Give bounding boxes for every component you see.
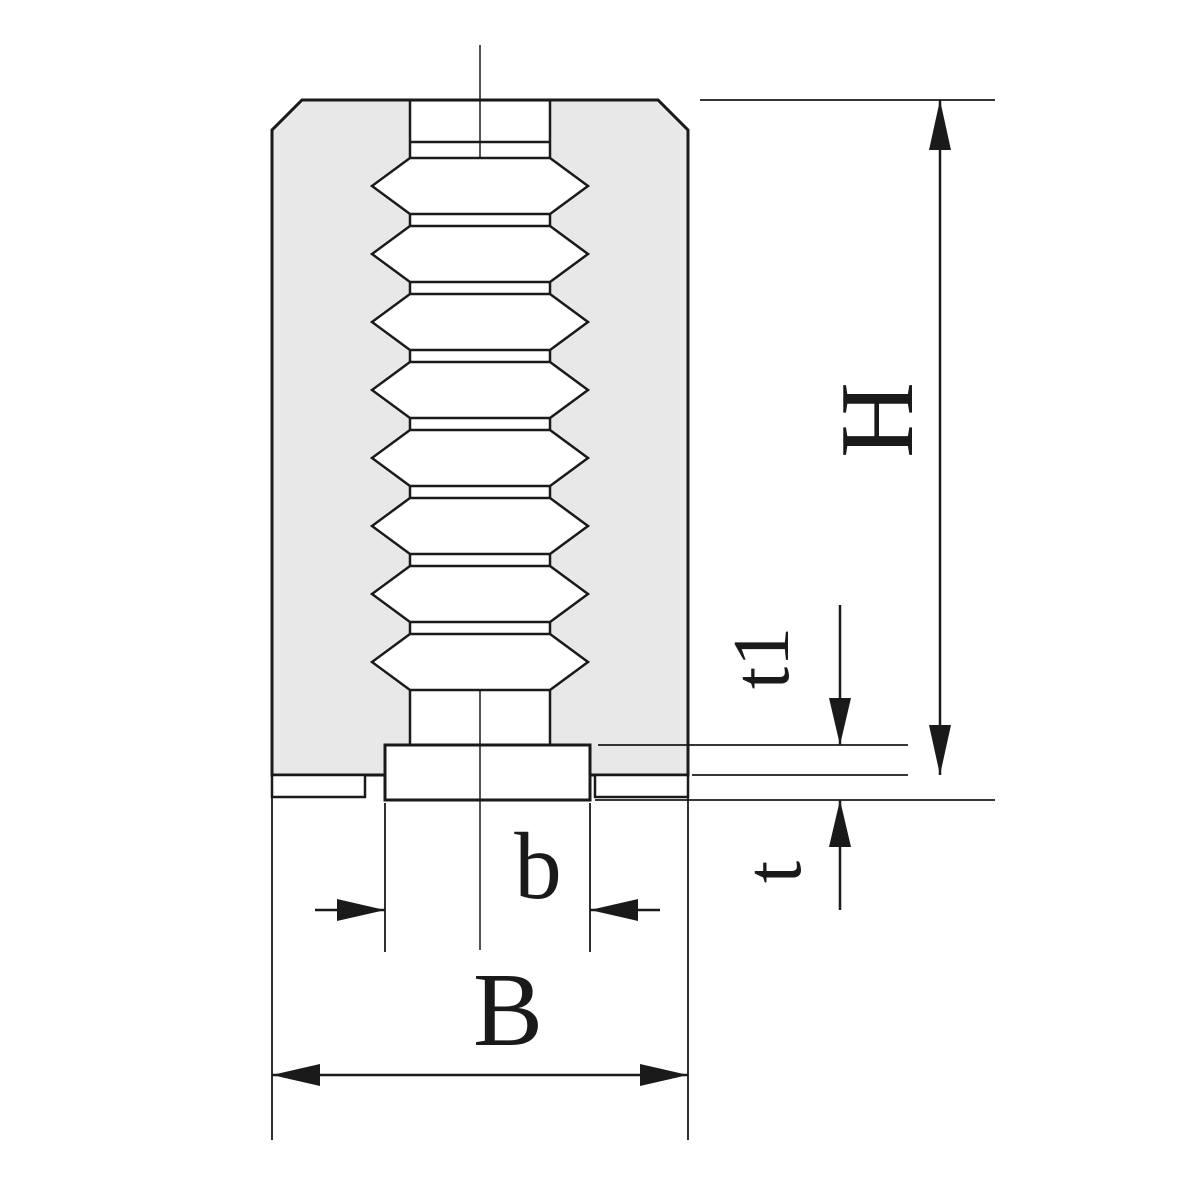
guide-tenon xyxy=(383,743,592,802)
bottom-recess-left xyxy=(270,773,367,799)
arrow-down-icon xyxy=(829,698,851,745)
thread-tooth xyxy=(369,156,591,216)
thread-tooth xyxy=(369,292,591,352)
thread-tooth xyxy=(369,632,591,692)
dimension-B-label: B xyxy=(473,951,543,1068)
arrow-right-icon xyxy=(640,1064,688,1086)
thread-tooth xyxy=(369,496,591,556)
extension-lines xyxy=(271,99,995,1140)
thread-tooth xyxy=(369,224,591,284)
thread-teeth xyxy=(369,156,591,692)
dimension-b-label: b xyxy=(514,813,562,919)
thread-tooth xyxy=(369,428,591,488)
dimension-t1: t1 xyxy=(718,605,851,745)
bottom-recess-right xyxy=(593,773,690,799)
arrow-up-icon xyxy=(929,100,951,150)
dimension-B: B xyxy=(272,951,688,1086)
thread-tooth xyxy=(369,360,591,420)
dimension-H-label: H xyxy=(818,382,935,458)
dimension-b: b xyxy=(315,813,660,921)
arrow-left-icon xyxy=(272,1064,320,1086)
thread-tooth xyxy=(369,564,591,624)
dimension-H: H xyxy=(818,100,951,775)
dimension-t-label: t xyxy=(730,861,818,883)
arrow-left-icon xyxy=(590,899,638,921)
arrow-up-icon xyxy=(829,800,851,847)
dimension-t1-label: t1 xyxy=(718,627,806,689)
arrow-right-icon xyxy=(337,899,385,921)
dimension-t: t xyxy=(730,800,851,910)
arrow-down-icon xyxy=(929,725,951,775)
